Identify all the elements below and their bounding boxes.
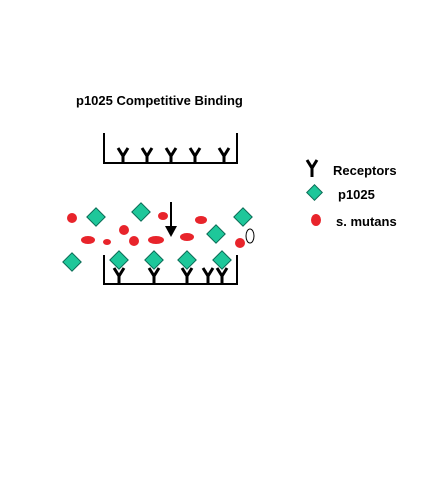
receptor (116, 147, 130, 163)
receptor (180, 267, 194, 284)
s-mutans-cell (158, 212, 168, 220)
legend-bacteria-icon (311, 214, 321, 226)
receptor (201, 267, 215, 284)
receptor (188, 147, 202, 163)
s-mutans-cell (195, 216, 207, 224)
s-mutans-cell (180, 233, 194, 241)
bound-p1025 (212, 250, 232, 270)
s-mutans-cell (81, 236, 95, 244)
s-mutans-cell (103, 239, 111, 245)
p1025-molecule (86, 207, 106, 227)
p1025-molecule (131, 202, 151, 222)
s-mutans-cell (129, 236, 139, 246)
legend-peptide-label: p1025 (338, 187, 375, 202)
s-mutans-cell (235, 238, 245, 248)
free-molecules (62, 202, 255, 272)
receptor (147, 267, 161, 284)
diagram-title: p1025 Competitive Binding (76, 93, 243, 108)
legend-peptide-icon (306, 184, 323, 201)
bottom-well (103, 250, 238, 285)
receptor (217, 147, 231, 163)
s-mutans-cell (119, 225, 129, 235)
receptor (140, 147, 154, 163)
legend-receptor-label: Receptors (333, 163, 397, 178)
bound-p1025 (144, 250, 164, 270)
legend: Receptors p1025 s. mutans (305, 159, 397, 229)
process-arrow (165, 202, 177, 237)
top-well (103, 133, 238, 164)
legend-bacteria-label: s. mutans (336, 214, 397, 229)
receptor (112, 267, 126, 284)
p1025-molecule (233, 207, 253, 227)
p1025-molecule (206, 224, 226, 244)
bound-p1025 (109, 250, 129, 270)
receptor (215, 267, 229, 284)
p1025-molecule (62, 252, 82, 272)
bottom-receptors (109, 250, 232, 284)
s-mutans-cell (148, 236, 164, 244)
top-receptors (116, 147, 231, 163)
s-mutans-cell (67, 213, 77, 223)
outline-cell (245, 228, 255, 244)
legend-receptor-icon (305, 159, 319, 177)
receptor (164, 147, 178, 163)
bound-p1025 (177, 250, 197, 270)
